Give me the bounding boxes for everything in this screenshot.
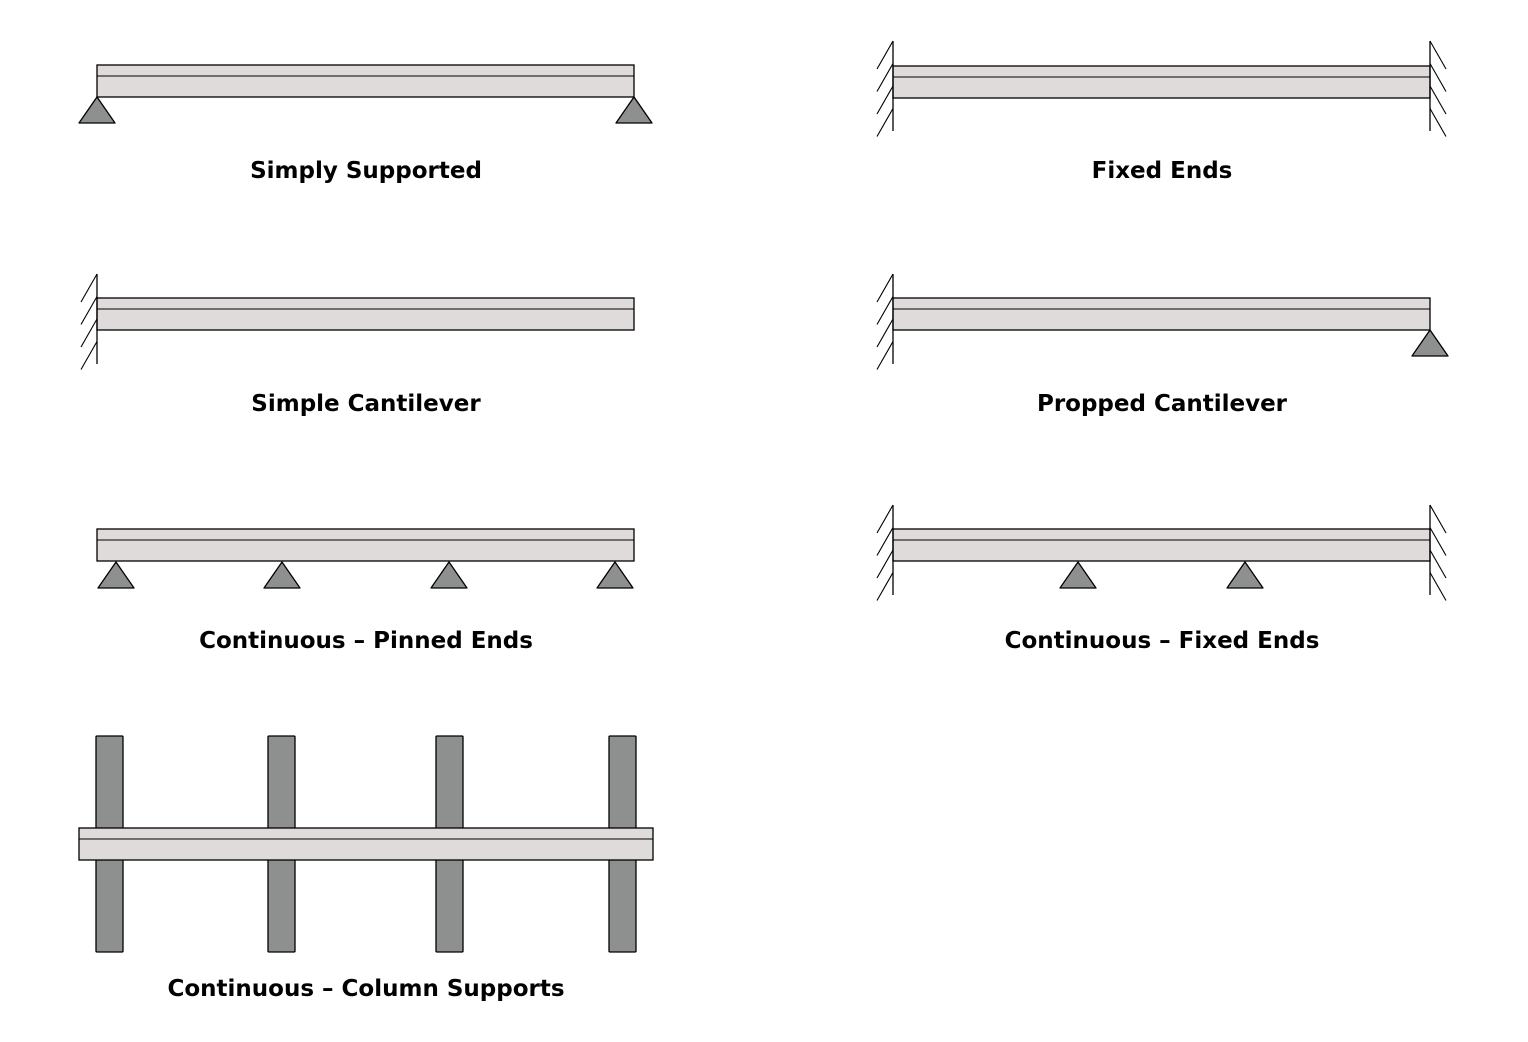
fixed-support-right-hatch: [1429, 549, 1447, 579]
fixed-support-left-hatch: [876, 63, 894, 92]
caption-propped-cantilever: Propped Cantilever: [1036, 391, 1288, 417]
caption-continuous-column-supports: Continuous – Column Supports: [167, 976, 565, 1002]
fixed-support-right-hatch: [1429, 85, 1447, 115]
fixed-support-left-hatch: [876, 527, 894, 556]
fixed-support-left-hatch: [876, 549, 894, 579]
caption-fixed-ends: Fixed Ends: [1091, 158, 1233, 184]
pin-support-4: [596, 561, 634, 589]
beam-continuous-column-supports: [78, 827, 654, 861]
fixed-support-left-hatch: [876, 318, 894, 348]
fixed-support-right-hatch: [1429, 108, 1447, 137]
fixed-support-left-hatch: [876, 108, 894, 137]
pin-support-right: [1411, 329, 1449, 357]
pin-support-1: [1059, 561, 1097, 589]
pin-support-left: [78, 96, 116, 124]
fixed-support-right-hatch: [1429, 63, 1447, 92]
fixed-support-left-hatch: [876, 572, 894, 601]
pin-support-2: [1226, 561, 1264, 589]
beam-fixed-ends: [892, 65, 1431, 99]
fixed-support-left-hatch: [876, 273, 894, 303]
fixed-support-left-hatch: [80, 273, 98, 303]
fixed-support-left-hatch: [876, 85, 894, 115]
fixed-support-left-hatch: [876, 341, 894, 370]
beam-simple-cantilever: [96, 297, 635, 331]
pin-support-1: [97, 561, 135, 589]
fixed-support-right-hatch: [1429, 40, 1447, 70]
fixed-support-left-hatch: [80, 318, 98, 348]
beam-continuous-pinned-ends: [96, 528, 635, 562]
caption-simply-supported: Simply Supported: [250, 158, 482, 184]
caption-simple-cantilever: Simple Cantilever: [251, 391, 481, 417]
fixed-support-right-hatch: [1429, 572, 1447, 601]
caption-continuous-fixed-ends: Continuous – Fixed Ends: [1004, 628, 1320, 654]
fixed-support-left-hatch: [80, 341, 98, 370]
pin-support-right: [615, 96, 653, 124]
fixed-support-right-hatch: [1429, 504, 1447, 534]
pin-support-3: [430, 561, 468, 589]
fixed-support-left-hatch: [80, 296, 98, 325]
caption-continuous-pinned-ends: Continuous – Pinned Ends: [199, 628, 533, 654]
beam-simply-supported: [96, 64, 635, 98]
beam-continuous-fixed-ends: [892, 528, 1431, 562]
beam-propped-cantilever: [892, 297, 1431, 331]
fixed-support-right-hatch: [1429, 527, 1447, 556]
fixed-support-left-hatch: [876, 296, 894, 325]
fixed-support-left-hatch: [876, 40, 894, 70]
pin-support-2: [263, 561, 301, 589]
fixed-support-left-hatch: [876, 504, 894, 534]
